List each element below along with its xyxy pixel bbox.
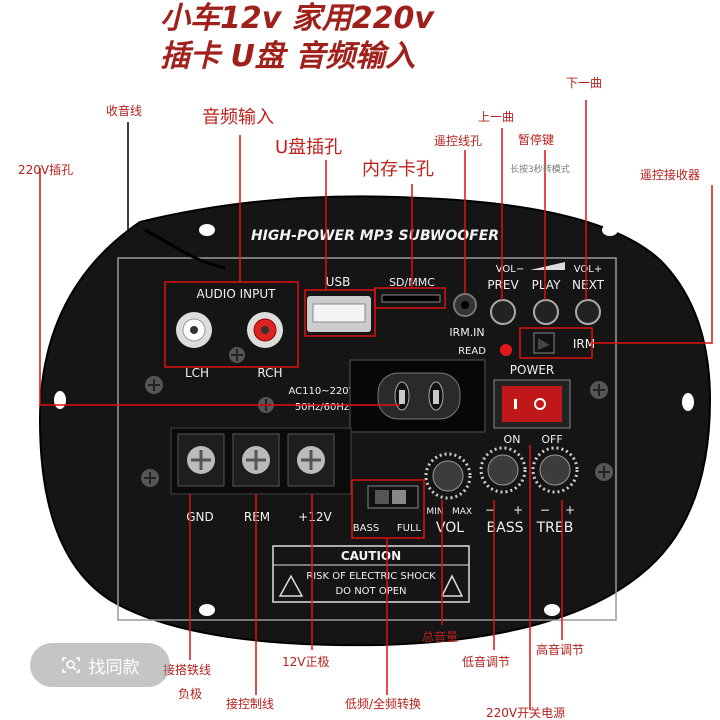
annotation-audio-input: 音频输入	[202, 107, 274, 128]
title-line1: 小车12v 家用220v	[160, 1, 434, 36]
prev-button[interactable]	[490, 299, 516, 325]
bass-label: BASS	[487, 520, 524, 536]
bass-knob[interactable]	[479, 446, 527, 494]
bass-minus: −	[485, 503, 495, 517]
annotation-ground: 接搭铁线	[163, 663, 212, 677]
irm-label: IRM	[573, 337, 595, 351]
treb-label: TREB	[536, 520, 574, 536]
rca-left-jack[interactable]	[176, 312, 212, 348]
gnd-terminal-screw[interactable]	[187, 446, 215, 474]
mount-hole	[199, 604, 215, 616]
vol-minus-label: VOL−	[496, 264, 525, 275]
caution-title: CAUTION	[341, 549, 401, 563]
treb-minus: −	[540, 503, 550, 517]
find-same-button[interactable]: 找同款	[30, 643, 170, 687]
annotation-treble-adjust: 高音调节	[536, 643, 585, 657]
remote-jack[interactable]	[453, 293, 477, 317]
min-label: MIN	[426, 507, 443, 517]
annotation-ir-receiver: 遥控接收器	[640, 168, 701, 182]
ac-label: AC110~220V	[288, 386, 355, 397]
ac-socket[interactable]	[349, 359, 486, 433]
panel-border	[117, 257, 617, 621]
vol-plus-label: VOL+	[574, 264, 603, 275]
play-label: PLAY	[532, 278, 561, 292]
caution-risk: RISK OF ELECTRIC SHOCK	[306, 571, 436, 582]
bass-switch-label: BASS	[353, 523, 379, 534]
next-label: NEXT	[572, 278, 605, 292]
mount-hole	[199, 224, 215, 236]
annotation-pause-hint: 长按3秒转模式	[510, 165, 570, 175]
annotation-power-switch: 220V开关电源	[486, 706, 566, 720]
find-same-label: 找同款	[88, 657, 140, 678]
caution-donot: DO NOT OPEN	[335, 586, 406, 597]
irm-in-label: IRM.IN	[449, 326, 484, 339]
off-label: OFF	[541, 433, 562, 446]
title-line2: 插卡 U盘 音频输入	[160, 39, 416, 74]
annotation-pause: 暂停键	[518, 133, 555, 147]
play-button[interactable]	[533, 299, 559, 325]
annotation-radio-wire: 收音线	[106, 104, 143, 118]
mount-hole	[54, 391, 66, 409]
annotation-main-volume: 总音量	[422, 630, 459, 644]
brand-label: HIGH-POWER MP3 SUBWOOFER	[251, 228, 499, 244]
screw	[145, 376, 163, 394]
annotation-usb-slot: U盘插孔	[275, 137, 343, 158]
read-led	[500, 344, 512, 356]
full-switch-label: FULL	[397, 523, 422, 534]
bass-full-switch[interactable]	[367, 485, 419, 509]
ir-receiver	[533, 332, 555, 354]
annotation-boxes	[164, 281, 593, 539]
bass-plus: +	[513, 503, 523, 517]
lch-label: LCH	[185, 366, 209, 380]
radio-wire	[144, 228, 226, 270]
prev-label: PREV	[487, 278, 519, 292]
on-label: ON	[504, 433, 521, 446]
annotation-control-wire: 接控制线	[226, 697, 275, 711]
usb-label: USB	[326, 275, 351, 289]
rca-right-jack[interactable]	[247, 312, 283, 348]
power-label: POWER	[510, 363, 554, 377]
volume-ramp-icon	[530, 262, 565, 270]
annotation-bass-full-switch: 低频/全频转换	[345, 697, 422, 711]
v12-terminal-screw[interactable]	[297, 446, 325, 474]
camera-search-icon	[61, 657, 80, 673]
rem-terminal-screw[interactable]	[242, 446, 270, 474]
max-label: MAX	[452, 507, 472, 517]
treble-knob[interactable]	[531, 446, 579, 494]
volume-knob[interactable]	[424, 452, 472, 500]
vol-label: VOL	[436, 520, 464, 536]
annotation-ground2: 负极	[178, 687, 203, 701]
audio-input-label: AUDIO INPUT	[197, 287, 277, 301]
annotation-remote-jack: 遥控线孔	[434, 134, 483, 148]
annotation-bass-adjust: 低音调节	[462, 655, 511, 669]
annotation-next: 下一曲	[566, 76, 603, 90]
mount-hole	[682, 393, 694, 411]
mount-hole	[544, 604, 560, 616]
usb-port[interactable]	[307, 296, 371, 332]
screw	[595, 463, 613, 481]
screw	[141, 469, 159, 487]
sd-card-slot[interactable]	[381, 294, 441, 303]
annotation-positive: 12V正极	[282, 655, 330, 669]
hz-label: 50Hz/60Hz	[295, 402, 349, 413]
screw	[229, 347, 245, 363]
power-switch[interactable]	[493, 379, 571, 429]
annotation-ac-socket: 220V插孔	[18, 163, 74, 177]
v12-label: +12V	[298, 510, 332, 524]
annotation-prev: 上一曲	[478, 110, 515, 124]
caution-label-box	[272, 545, 470, 603]
annotation-sd-slot: 内存卡孔	[362, 159, 434, 180]
rem-label: REM	[244, 510, 270, 524]
next-button[interactable]	[575, 299, 601, 325]
screw	[590, 381, 608, 399]
gnd-label: GND	[186, 510, 214, 524]
treb-plus: +	[565, 503, 575, 517]
mount-hole	[602, 224, 618, 236]
rch-label: RCH	[257, 366, 282, 380]
read-label: READ	[458, 346, 486, 357]
annotation-lines	[39, 100, 713, 710]
